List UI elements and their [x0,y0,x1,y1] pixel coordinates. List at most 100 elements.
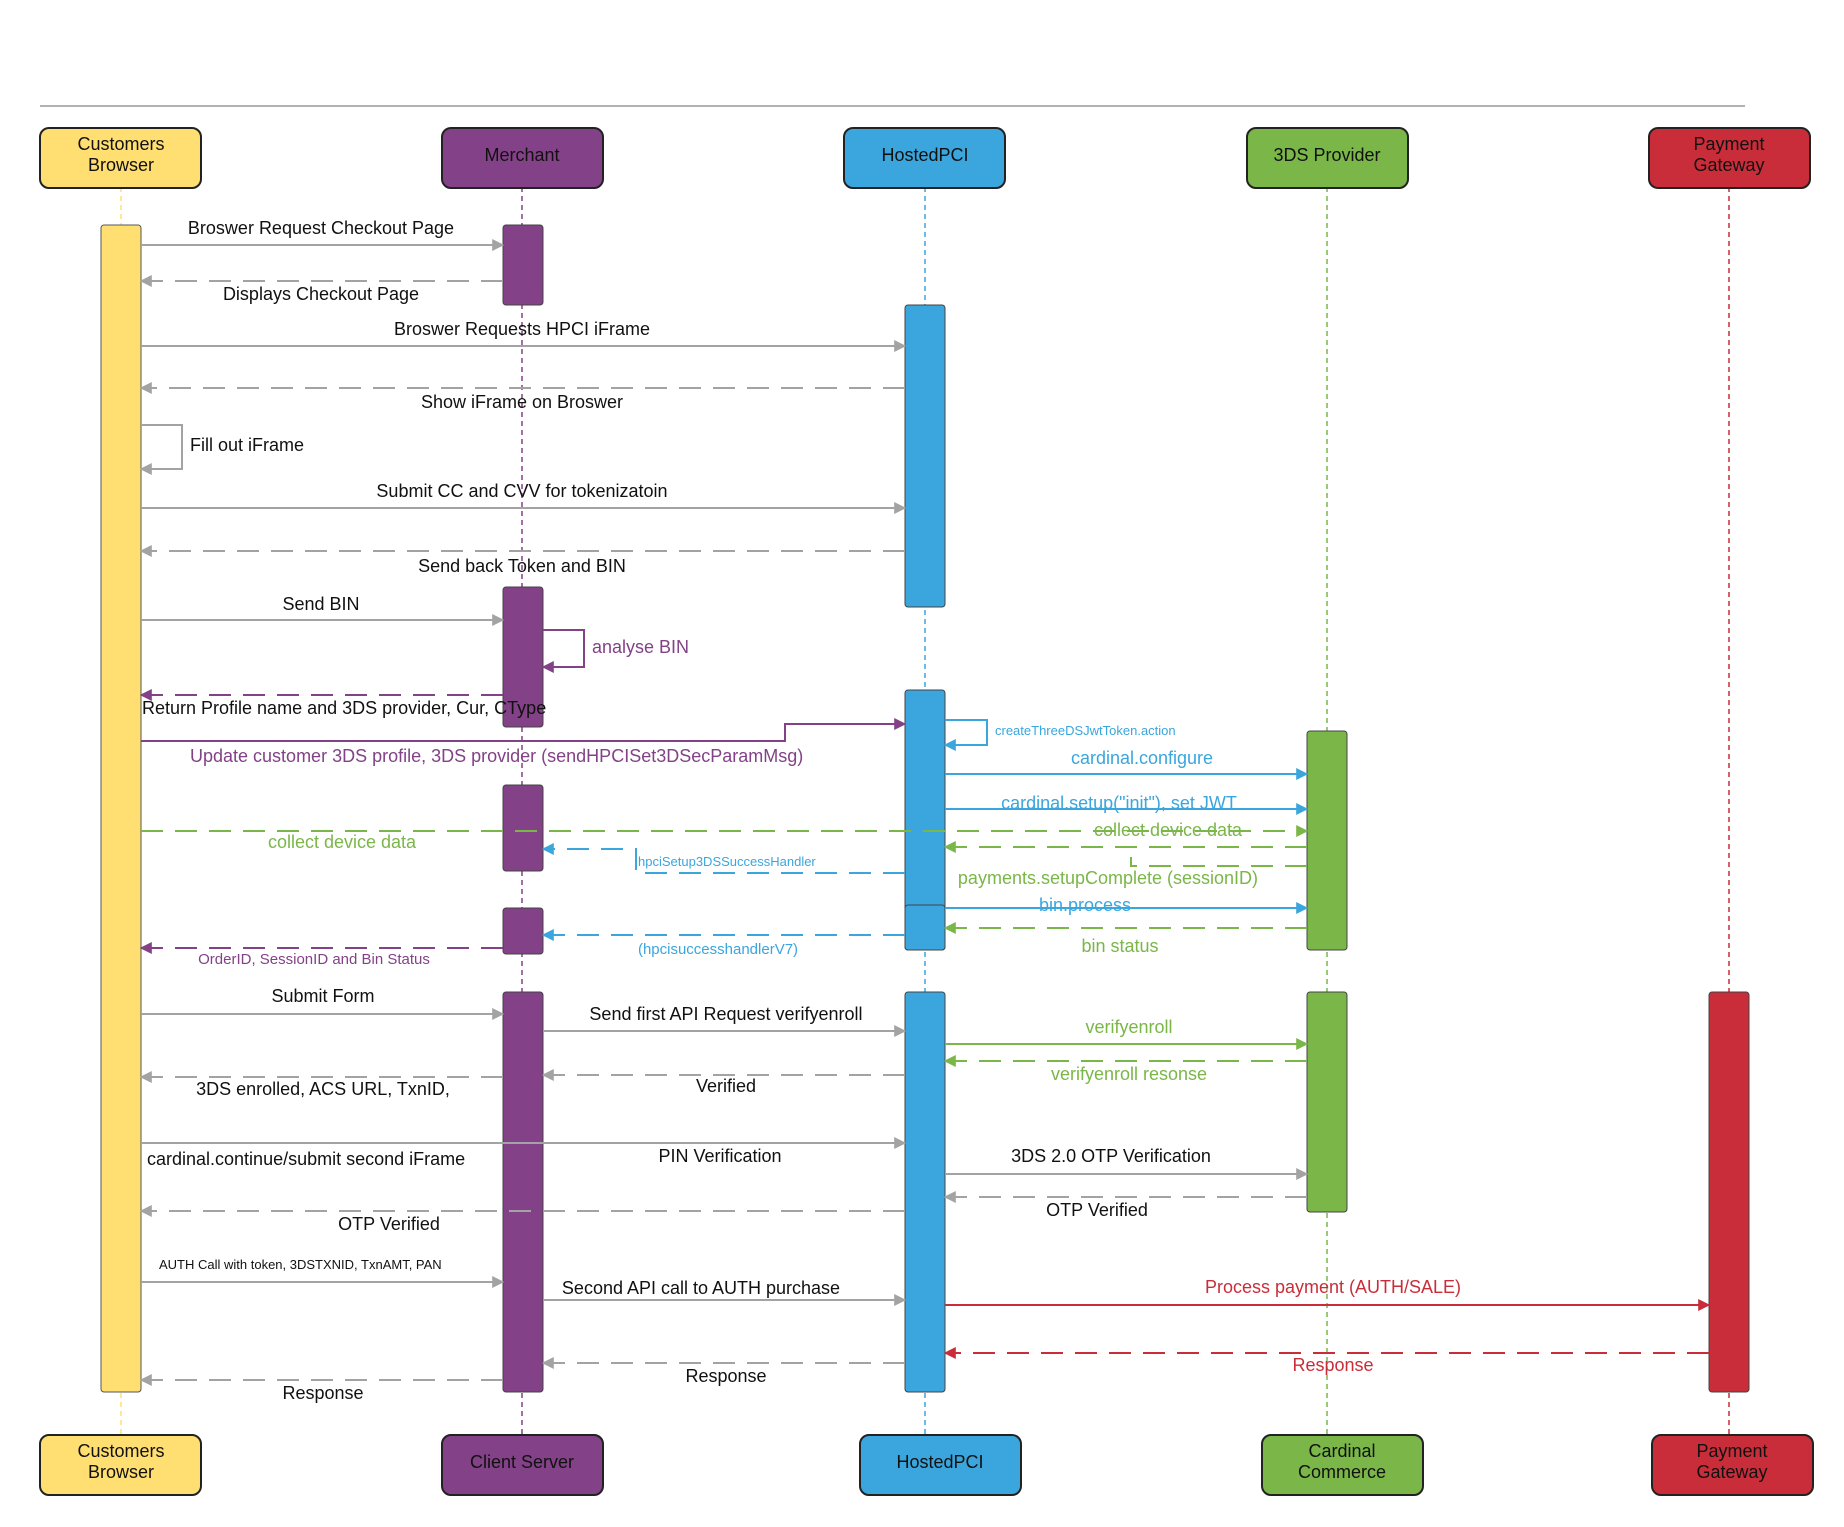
message-arrow: verifyenroll [945,1017,1309,1050]
message-arrow: cardinal.setup("init"), set JWT [945,793,1309,815]
message-arrow: Broswer Requests HPCI iFrame [141,319,907,352]
message-label: Send first API Request verifyenroll [589,1004,862,1024]
message-label: Update customer 3DS profile, 3DS provide… [190,746,803,766]
message-label: Verified [696,1076,756,1096]
message-arrow: Process payment (AUTH/SALE) [945,1277,1711,1311]
message-label: OTP Verified [1046,1200,1148,1220]
message-arrow: collect device data [943,820,1307,853]
activation-merchant-5 [502,991,544,1393]
activation-hostedpci-3 [904,904,946,951]
activation-merchant-4 [502,907,544,955]
message-label: Send BIN [282,594,359,614]
message-label: collect device data [268,832,417,852]
message-label: payments.setupComplete (sessionID) [958,868,1258,888]
message-label: Response [685,1366,766,1386]
message-arrow: AUTH Call with token, 3DSTXNID, TxnAMT, … [141,1257,505,1288]
message-label: createThreeDSJwtToken.action [995,723,1176,738]
message-arrow: Update customer 3DS profile, 3DS provide… [141,718,907,766]
activation-merchant-1 [502,224,544,306]
message-arrow: Send back Token and BIN [139,545,905,576]
message-label: Second API call to AUTH purchase [562,1278,840,1298]
message-arrow: bin.process [945,895,1309,915]
message-arrow: OTP Verified [943,1191,1307,1220]
message-label: verifyenroll [1085,1017,1172,1037]
message-label: Fill out iFrame [190,435,304,455]
message-label: Return Profile name and 3DS provider, Cu… [142,698,546,718]
message-label: cardinal.configure [1071,748,1213,768]
message-label: Send back Token and BIN [418,556,626,576]
participant-hostedpci-bottom: HostedPCI [859,1434,1022,1496]
message-arrow: collect device data [141,825,1309,852]
activation-hostedpci-4 [904,991,946,1393]
message-label: cardinal.setup("init"), set JWT [1001,793,1237,813]
message-arrow: Response [139,1374,503,1403]
message-label: Response [1292,1355,1373,1375]
activation-3ds-provider-2 [1306,991,1348,1213]
message-arrow: Verified [541,1069,905,1096]
activation-merchant-2 [502,586,544,728]
participant-label: Merchant [484,145,559,165]
message-label: 3DS 2.0 OTP Verification [1011,1146,1211,1166]
participant-label: HostedPCI [896,1452,983,1472]
message-arrow: payments.setupComplete (sessionID) [958,857,1307,888]
message-label: Submit Form [271,986,374,1006]
participant-label: Client Server [470,1452,574,1472]
message-arrow: Submit Form [141,986,505,1020]
message-label: OrderID, SessionID and Bin Status [198,951,430,968]
message-label: cardinal.continue/submit second iFrame [147,1149,465,1169]
message-label: hpciSetup3DSSuccessHandler [638,854,816,869]
message-label: Response [282,1383,363,1403]
message-label: bin.process [1039,895,1131,915]
message-label: analyse BIN [592,637,689,657]
message-arrow: OTP Verified [139,1205,905,1234]
message-arrow: (hpcisuccesshandlerV7) [541,929,905,958]
message-self-arrow: analyse BIN [541,629,689,673]
message-arrow: Second API call to AUTH purchase [543,1278,907,1306]
message-label: verifyenroll resonse [1051,1064,1207,1084]
message-arrow: hpciSetup3DSSuccessHandler [541,843,905,874]
message-label: Broswer Requests HPCI iFrame [394,319,650,339]
message-label: (hpcisuccesshandlerV7) [638,941,798,958]
message-label: AUTH Call with token, 3DSTXNID, TxnAMT, … [159,1257,442,1272]
message-arrow: Show iFrame on Broswer [139,382,905,412]
message-label: 3DS enrolled, ACS URL, TxnID, [196,1079,450,1099]
message-arrow: OrderID, SessionID and Bin Status [139,942,503,968]
activation-merchant-3 [502,784,544,872]
message-arrow: Response [541,1357,905,1386]
participant-3ds-provider: 3DS Provider [1246,127,1409,189]
activation-hostedpci-1 [904,304,946,608]
activation-bars [100,224,1750,1393]
message-arrow: bin status [943,922,1307,956]
message-label: Show iFrame on Broswer [421,392,623,412]
participant-label: HostedPCI [881,145,968,165]
message-arrow: Send first API Request verifyenroll [543,1004,907,1037]
message-label: collect device data [1094,820,1243,840]
message-label: PIN Verification [658,1146,781,1166]
message-self-arrow: Fill out iFrame [139,424,304,475]
message-label: Broswer Request Checkout Page [188,218,454,238]
participant-hostedpci: HostedPCI [843,127,1006,189]
activation-3ds-provider-1 [1306,730,1348,951]
message-arrow: cardinal.continue/submit second iFrame P… [141,1137,907,1169]
messages: Broswer Request Checkout Page Displays C… [139,218,1711,1403]
message-arrow: Return Profile name and 3DS provider, Cu… [139,689,546,718]
message-arrow: Submit CC and CVV for tokenizatoin [141,481,907,514]
activation-payment-gateway [1708,991,1750,1393]
message-arrow: Broswer Request Checkout Page [141,218,505,251]
message-arrow: Response [943,1347,1709,1375]
message-arrow: 3DS enrolled, ACS URL, TxnID, [139,1071,503,1099]
participant-merchant: Merchant [441,127,604,189]
message-label: Submit CC and CVV for tokenizatoin [376,481,667,501]
message-arrow: cardinal.configure [945,748,1309,780]
